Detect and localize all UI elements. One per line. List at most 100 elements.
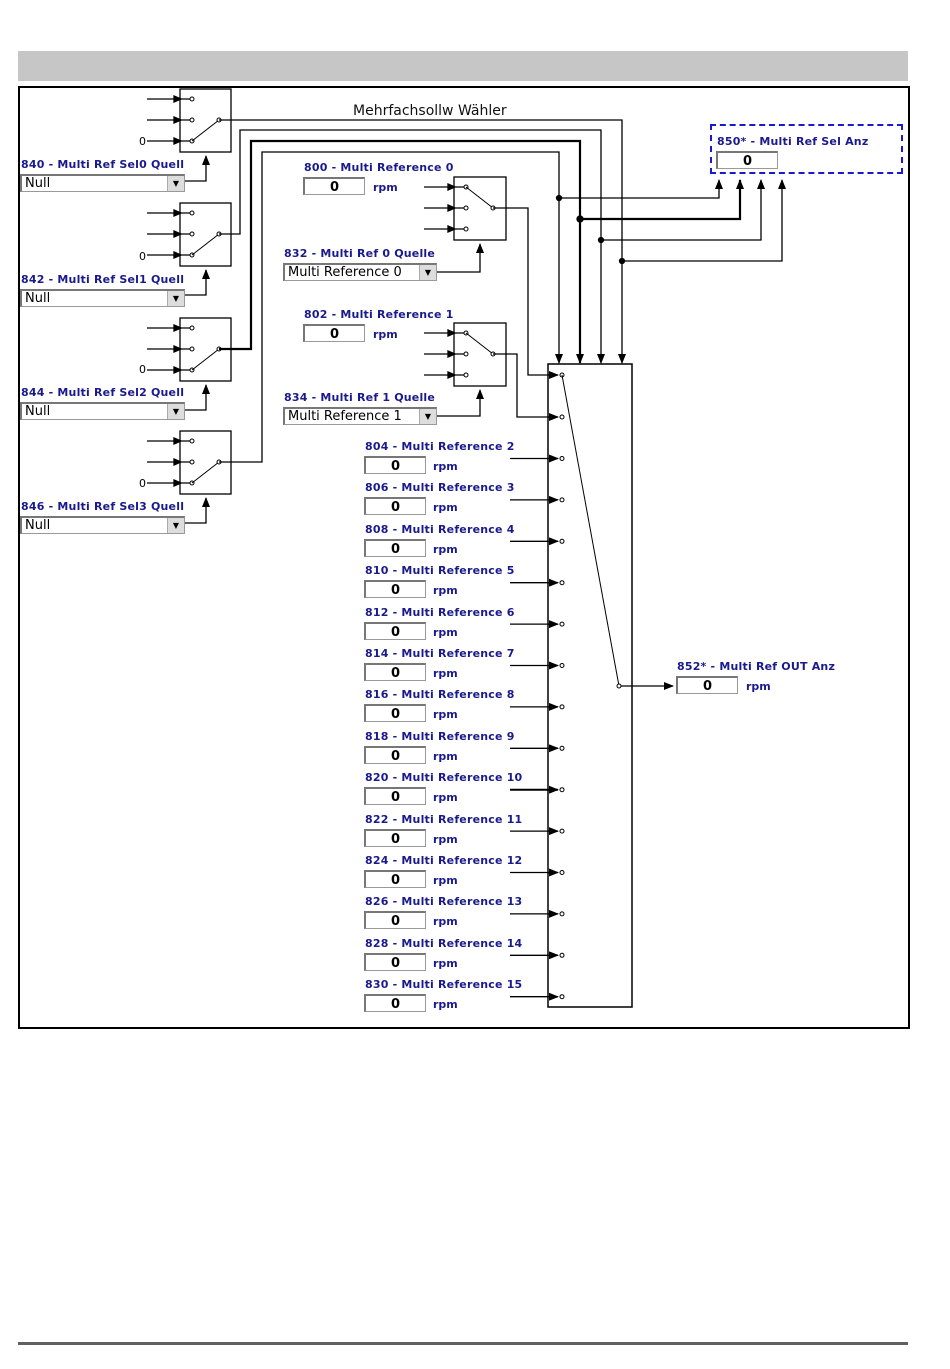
chevron-down-icon[interactable]: ▼ — [167, 291, 184, 306]
constant-input-label: 0 — [139, 250, 146, 263]
switch-contact — [559, 787, 565, 793]
selector-source-select[interactable]: Null ▼ — [20, 402, 185, 420]
reference-input[interactable]: 0 — [364, 497, 426, 516]
selector-source-value: Null — [25, 518, 51, 533]
arrowhead-icon — [173, 437, 183, 445]
switch-contact — [559, 994, 565, 1000]
ref1-source-value: Multi Reference 1 — [288, 409, 402, 424]
reference-label: 822 - Multi Reference 11 — [365, 812, 523, 826]
diagram-title: Mehrfachsollw Wähler — [353, 103, 507, 119]
junction-dot — [576, 215, 584, 223]
arrowhead-icon — [173, 366, 183, 374]
reference-unit: rpm — [433, 791, 458, 805]
reference-label: 818 - Multi Reference 9 — [365, 729, 515, 743]
selector-source-select[interactable]: Null ▼ — [20, 174, 185, 192]
switch-contact — [463, 372, 469, 378]
chevron-down-icon[interactable]: ▼ — [419, 265, 436, 280]
reference-unit: rpm — [433, 749, 458, 763]
switch-contact — [189, 210, 195, 216]
selector-source-select[interactable]: Null ▼ — [20, 516, 185, 534]
selector-source-select[interactable]: Null ▼ — [20, 289, 185, 307]
arrowhead-icon — [173, 230, 183, 238]
junction-dot — [597, 236, 605, 244]
chevron-down-icon[interactable]: ▼ — [167, 176, 184, 191]
switch-contact — [559, 580, 565, 586]
reference-label: 810 - Multi Reference 5 — [365, 564, 515, 578]
switch-contact — [559, 456, 565, 461]
reference-input[interactable]: 0 — [364, 952, 426, 971]
reference-label: 820 - Multi Reference 10 — [365, 771, 523, 785]
sel0-bus — [219, 119, 626, 364]
switch-lever — [191, 348, 220, 371]
reference-unit: rpm — [433, 501, 458, 515]
selector-source-value: Null — [25, 291, 51, 306]
reference-unit: rpm — [433, 667, 458, 680]
chevron-down-icon[interactable]: ▼ — [167, 518, 184, 533]
reference-input[interactable]: 0 — [364, 456, 426, 474]
switch-contact — [559, 828, 565, 834]
switch-contact — [189, 438, 195, 444]
switch-contact — [189, 231, 195, 237]
ref1-out — [493, 353, 559, 421]
reference-input[interactable]: 0 — [364, 911, 426, 930]
reference-label: 814 - Multi Reference 7 — [365, 647, 515, 660]
switch-contact — [463, 351, 469, 357]
ref1-source-label: 834 - Multi Ref 1 Quelle — [284, 391, 436, 404]
reference-unit: rpm — [433, 584, 458, 598]
chevron-down-icon[interactable]: ▼ — [167, 404, 184, 419]
reference-unit: rpm — [433, 708, 458, 722]
switch-contact — [616, 683, 622, 689]
constant-input-label: 0 — [139, 135, 146, 148]
arrowhead-icon — [173, 479, 183, 487]
switch-contact — [189, 325, 195, 331]
ref0-source-label: 832 - Multi Ref 0 Quelle — [284, 247, 436, 260]
reference-label: 826 - Multi Reference 13 — [365, 895, 523, 909]
arrowhead-icon — [173, 137, 183, 145]
reference-input[interactable]: 0 — [364, 621, 426, 640]
switch-contact — [189, 96, 195, 102]
reference-label: 812 - Multi Reference 6 — [365, 605, 515, 619]
arrowhead-icon — [173, 251, 183, 259]
switch-lever — [191, 119, 220, 142]
selector-source-label: 842 - Multi Ref Sel1 Quell — [21, 273, 185, 286]
switch-contact — [559, 911, 565, 917]
reference-input[interactable]: 0 — [364, 704, 426, 723]
reference-input[interactable]: 0 — [364, 580, 426, 599]
chevron-down-icon[interactable]: ▼ — [419, 409, 436, 424]
switch-lever — [465, 186, 494, 209]
reference-input[interactable]: 0 — [364, 663, 426, 681]
reference-input[interactable]: 0 — [364, 538, 426, 557]
sel-display-box — [710, 124, 903, 174]
reference-unit: rpm — [433, 832, 458, 846]
reference-label: 824 - Multi Reference 12 — [365, 854, 523, 867]
ref0-source-select[interactable]: Multi Reference 0 ▼ — [283, 263, 437, 281]
reference-unit: rpm — [433, 998, 458, 1012]
arrowhead-icon — [447, 204, 457, 212]
switch-contact — [559, 663, 565, 668]
sel1-bus — [219, 129, 605, 364]
arrowhead-icon — [447, 329, 457, 337]
reference-input[interactable]: 0 — [364, 787, 426, 806]
out-display-value: 0 — [676, 676, 738, 694]
reference-input[interactable]: 0 — [364, 828, 426, 847]
selector-source-value: Null — [25, 176, 51, 191]
switch-contact — [463, 205, 469, 211]
arrowhead-icon — [447, 225, 457, 233]
reference-input[interactable]: 0 — [364, 994, 426, 1013]
out-display-label: 852* - Multi Ref OUT Anz — [677, 660, 836, 673]
ref0-source-value: Multi Reference 0 — [288, 265, 402, 280]
arrowhead-icon — [173, 324, 183, 332]
selector-source-value: Null — [25, 404, 51, 419]
out-display-unit: rpm — [746, 680, 771, 693]
constant-input-label: 0 — [139, 363, 146, 376]
reference-input[interactable]: 0 — [364, 745, 426, 764]
ref0-input[interactable]: 0 — [303, 177, 365, 195]
reference-label: 830 - Multi Reference 15 — [365, 978, 523, 992]
ref1-source-select[interactable]: Multi Reference 1 ▼ — [283, 407, 437, 425]
reference-input[interactable]: 0 — [364, 870, 426, 888]
sel-tap-1 — [580, 179, 744, 221]
sel-tap-0 — [559, 179, 723, 199]
select-wire — [437, 243, 484, 273]
constant-input-label: 0 — [139, 477, 146, 490]
ref1-input[interactable]: 0 — [303, 324, 365, 342]
